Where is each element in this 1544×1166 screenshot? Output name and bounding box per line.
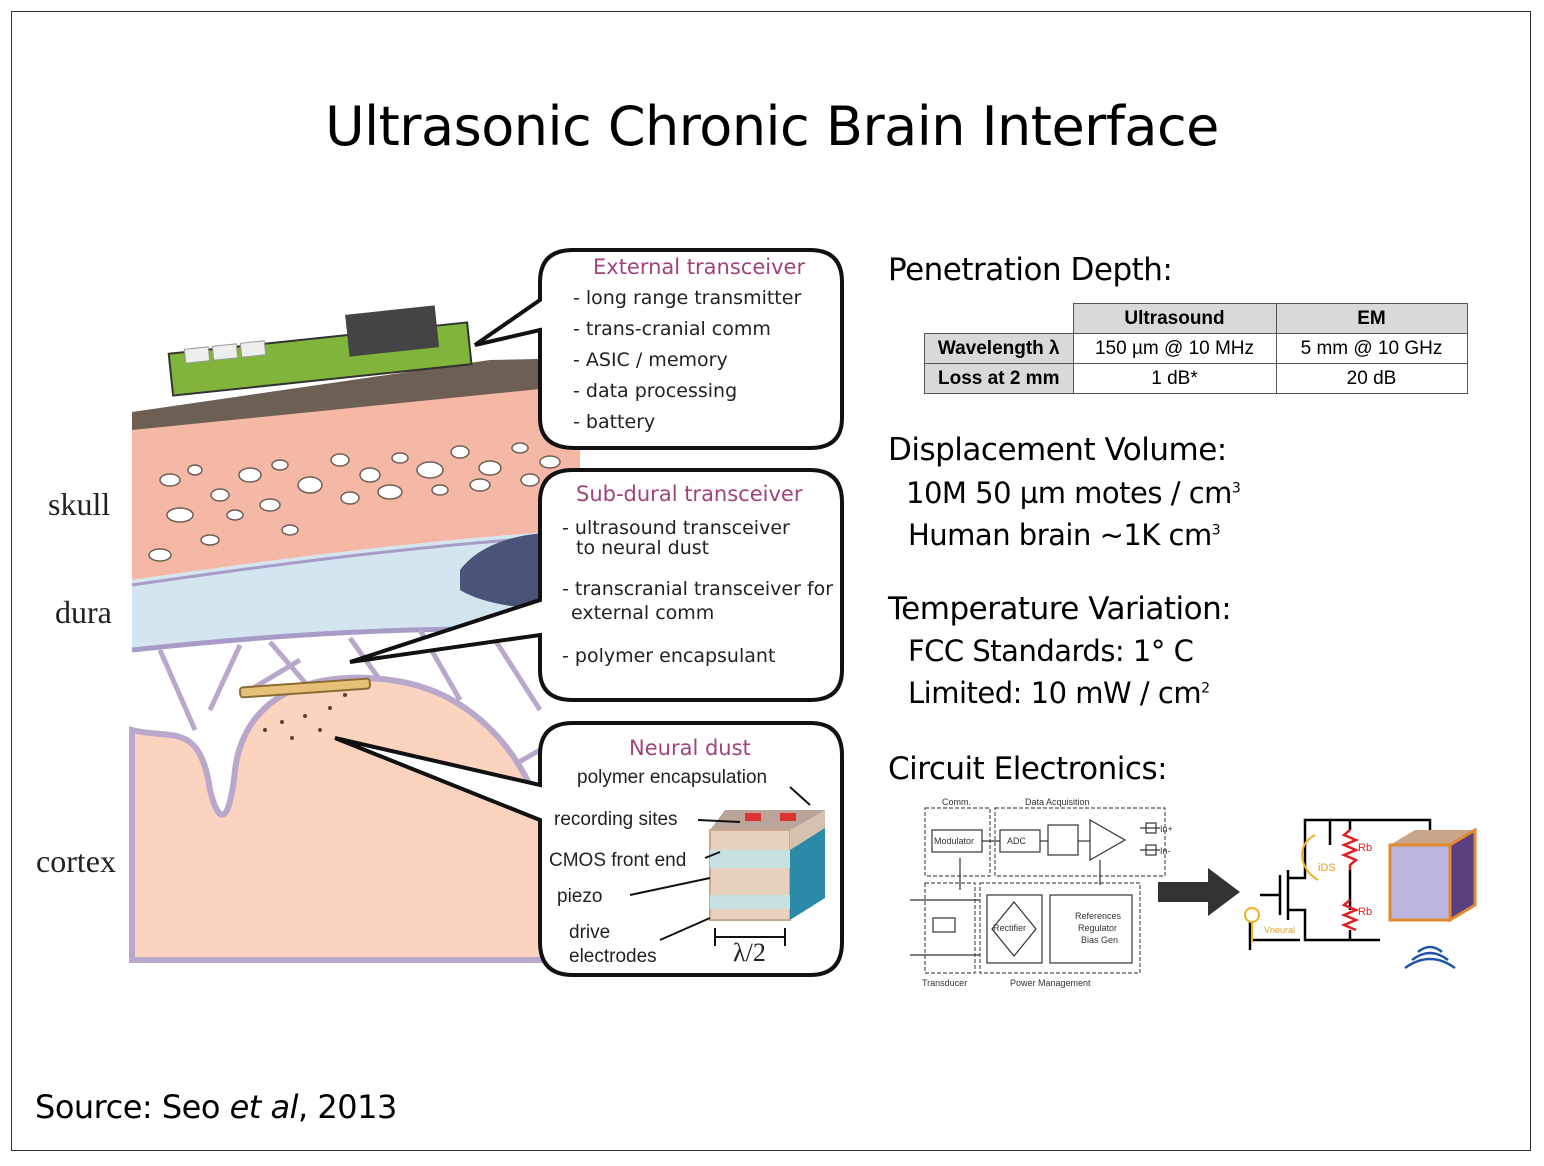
subdural-item: - ultrasound transceiver bbox=[562, 517, 790, 539]
skull-bone bbox=[132, 385, 580, 580]
penetration-heading: Penetration Depth: bbox=[888, 252, 1173, 288]
label-cortex: cortex bbox=[36, 843, 116, 879]
circuit-label: Bias Gen bbox=[1081, 935, 1119, 945]
displacement-line-text: 10M 50 µm motes / cm bbox=[906, 476, 1232, 510]
external-bubble bbox=[473, 248, 844, 450]
external-item: - battery bbox=[573, 411, 656, 433]
source-etal: et al bbox=[229, 1088, 299, 1126]
dust-label-drive: drive bbox=[569, 922, 611, 943]
col-em: EM bbox=[1275, 303, 1468, 334]
external-item: - data processing bbox=[573, 380, 738, 402]
displacement-line-text: Human brain ~1K cm bbox=[908, 518, 1212, 552]
circuit-label: Power Management bbox=[1010, 978, 1091, 988]
dust-bubble-title: Neural dust bbox=[629, 736, 751, 760]
circuit-label: Data Acquisition bbox=[1025, 797, 1090, 807]
dust-label-recording: recording sites bbox=[554, 809, 678, 830]
circuit-label: In+ bbox=[1160, 824, 1173, 834]
col-ultrasound: Ultrasound bbox=[1072, 303, 1277, 334]
cell: 1 dB* bbox=[1072, 363, 1277, 394]
circuit-label: iDS bbox=[1318, 862, 1336, 874]
temperature-line-text: Limited: 10 mW / cm bbox=[908, 676, 1202, 710]
source-citation: Source: Seo et al, 2013 bbox=[35, 1088, 397, 1126]
slide-title: Ultrasonic Chronic Brain Interface bbox=[325, 95, 1219, 158]
cell: 150 µm @ 10 MHz bbox=[1072, 333, 1277, 364]
pcb-chip bbox=[345, 305, 440, 357]
cell: 20 dB bbox=[1275, 363, 1468, 394]
label-dura: dura bbox=[55, 594, 112, 630]
subdural-bubble bbox=[349, 468, 844, 702]
external-item: - trans-cranial comm bbox=[573, 318, 771, 340]
temperature-line: FCC Standards: 1° C bbox=[908, 634, 1194, 668]
superscript: 3 bbox=[1231, 480, 1241, 497]
circuit-label: Regulator bbox=[1078, 923, 1118, 933]
circuit-label: Rectifier bbox=[993, 923, 1027, 933]
subdural-item: external comm bbox=[571, 602, 715, 624]
scalp-band bbox=[132, 358, 580, 435]
circuit-label: Modulator bbox=[934, 836, 975, 846]
external-bubble-title: External transceiver bbox=[593, 255, 806, 279]
circuit-label: Vneural bbox=[1264, 925, 1296, 935]
skull-pores bbox=[148, 429, 570, 562]
external-item: - long range transmitter bbox=[573, 287, 802, 309]
circuit-heading: Circuit Electronics: bbox=[888, 751, 1168, 787]
source-suffix: , 2013 bbox=[298, 1088, 397, 1126]
displacement-line: Human brain ~1K cm3 bbox=[908, 518, 1221, 552]
dust-label-cmos: CMOS front end bbox=[549, 850, 687, 871]
temperature-line: Limited: 10 mW / cm2 bbox=[908, 676, 1210, 710]
temperature-heading: Temperature Variation: bbox=[888, 591, 1232, 627]
dust-cube bbox=[709, 810, 825, 921]
circuit-label: References bbox=[1075, 911, 1122, 921]
circuit-label: Rb bbox=[1358, 906, 1373, 918]
row-label: Wavelength λ bbox=[924, 333, 1074, 364]
circuit-label: Transducer bbox=[922, 978, 968, 988]
dust-label-encapsulation: polymer encapsulation bbox=[577, 767, 768, 788]
row-label: Loss at 2 mm bbox=[924, 363, 1074, 394]
subdural-item: - polymer encapsulant bbox=[562, 645, 776, 667]
dust-label-electrodes: electrodes bbox=[569, 946, 657, 967]
cortex bbox=[129, 674, 560, 963]
source-prefix: Source: Seo bbox=[35, 1088, 230, 1126]
superscript: 3 bbox=[1211, 522, 1221, 539]
circuit-label: Rb bbox=[1358, 842, 1373, 854]
brain-illustration bbox=[129, 248, 844, 977]
dust-label-lambda: λ/2 bbox=[733, 938, 766, 967]
circuit-label: ADC bbox=[1007, 836, 1027, 846]
penetration-table: Ultrasound EM Wavelength λ 150 µm @ 10 M… bbox=[924, 303, 1468, 394]
circuit-diagram bbox=[910, 807, 1477, 974]
label-skull: skull bbox=[48, 486, 111, 522]
subdural-item: to neural dust bbox=[576, 537, 710, 559]
circuit-label: Comm. bbox=[942, 797, 971, 807]
dust-dots bbox=[263, 693, 347, 740]
dust-label-piezo: piezo bbox=[557, 886, 603, 907]
external-item: - ASIC / memory bbox=[573, 349, 728, 371]
superscript: 2 bbox=[1201, 680, 1210, 697]
subdural-bubble-title: Sub-dural transceiver bbox=[576, 482, 803, 506]
displacement-line: 10M 50 µm motes / cm3 bbox=[906, 476, 1241, 510]
dura-layer bbox=[132, 530, 580, 650]
cortex-device bbox=[239, 677, 371, 699]
displacement-heading: Displacement Volume: bbox=[888, 432, 1227, 468]
circuit-label: In- bbox=[1160, 846, 1171, 856]
subdural-item: - transcranial transceiver for bbox=[562, 578, 834, 600]
cell: 5 mm @ 10 GHz bbox=[1275, 333, 1468, 364]
slide-frame bbox=[11, 11, 1531, 1151]
arrow-right-icon bbox=[1158, 868, 1240, 916]
